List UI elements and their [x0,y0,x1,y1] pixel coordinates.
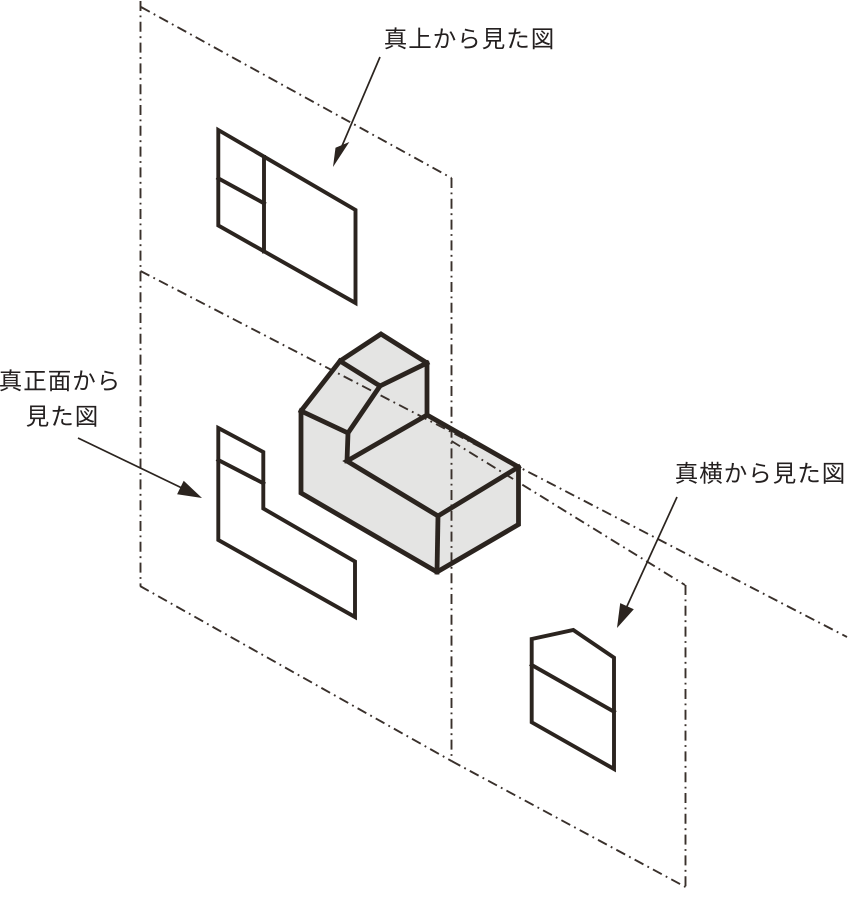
arrow-side-view-line [622,496,678,616]
arrow-side-view-head-icon [617,603,634,628]
view-top-outline [216,126,358,307]
view-top-inner-slope [215,175,267,206]
arrow-front-view-line [77,437,186,491]
view-side-inner-line [529,662,617,715]
side-plane-bottom-edge [451,760,686,888]
object-slab-top-edges [342,411,442,520]
view-side [529,627,617,773]
object-slab-front-corner-edge [434,513,441,575]
label-top-view: 真上から見た図 [384,26,556,52]
object-slab-back-edge [434,463,522,520]
projected-views [215,126,617,773]
label-front-view-line1: 真正面から [0,368,121,394]
arrow-front-view-head-icon [177,480,202,498]
view-top [215,126,358,307]
object-silhouette [298,331,521,575]
label-front-view-line2: 見た図 [26,404,100,430]
side-plane-top-edge [451,440,686,586]
front-plane-top-edge [140,6,452,179]
view-front-inner-line [215,457,266,486]
front-plane-bottom-edge [139,585,452,762]
view-side-outline [529,627,616,773]
labels: 真上から見た図 真正面から 見た図 真横から見た図 [0,26,847,487]
label-side-view: 真横から見た図 [675,461,847,487]
leader-arrows [77,56,678,628]
object-3d-edges [297,331,522,575]
object-column-front-edge [344,430,351,464]
arrow-top-view-head-icon [333,142,350,167]
view-front-outline [216,424,357,621]
view-front [215,424,357,621]
arrow-top-view-line [338,56,381,154]
object-3d-body [301,334,519,572]
